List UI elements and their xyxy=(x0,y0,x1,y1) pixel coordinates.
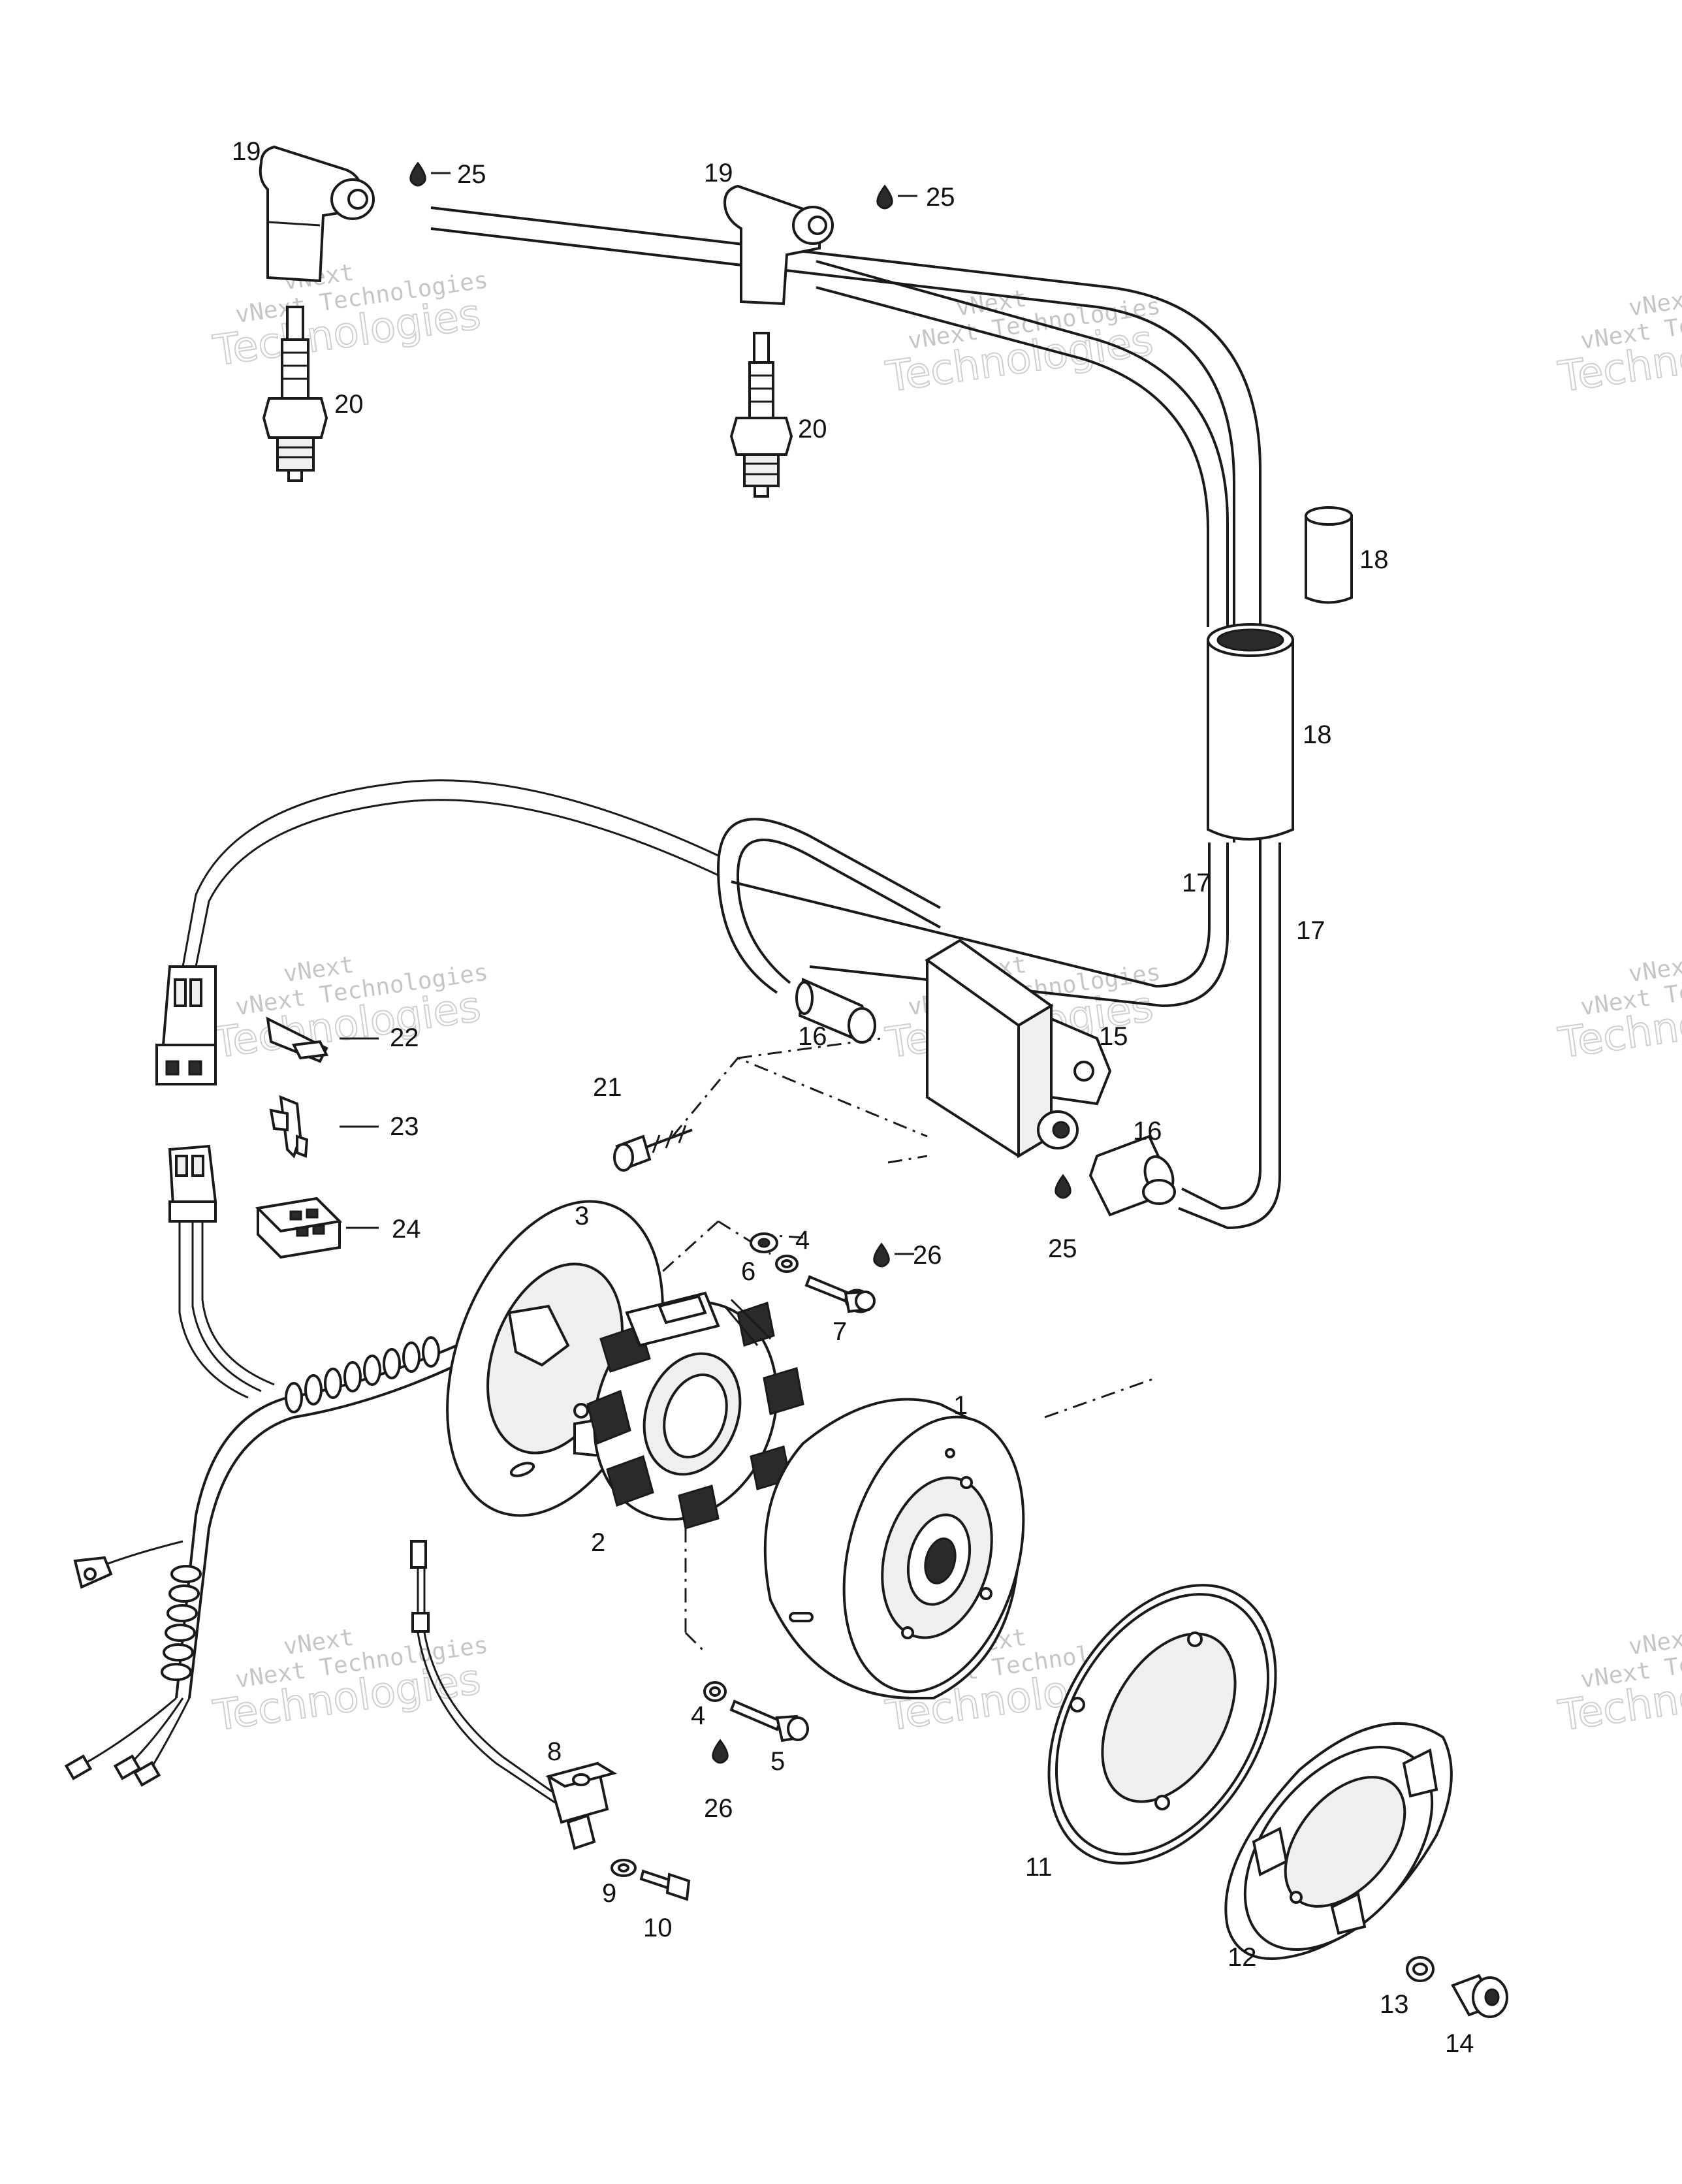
callout-18-large: 18 xyxy=(1303,720,1332,749)
callout-26-lower: 26 xyxy=(704,1794,733,1823)
callout-8: 8 xyxy=(547,1737,562,1766)
callout-24: 24 xyxy=(392,1215,421,1244)
protection-tube-small xyxy=(1305,506,1353,604)
lubricant-drop-icon xyxy=(712,1739,729,1764)
leader-lines xyxy=(340,172,917,1255)
callout-23: 23 xyxy=(390,1112,419,1141)
callout-17-left: 17 xyxy=(1182,869,1211,897)
lubricant-drop-icon xyxy=(873,1242,890,1268)
screw-7 xyxy=(804,1275,876,1313)
screw-14 xyxy=(1451,1974,1508,2018)
spark-plug-cap-right xyxy=(723,184,834,306)
ignition-coil xyxy=(925,939,1112,1159)
callout-6: 6 xyxy=(741,1257,755,1286)
callout-13: 13 xyxy=(1380,1990,1409,2019)
callout-15: 15 xyxy=(1099,1022,1128,1051)
callout-21: 21 xyxy=(593,1073,622,1102)
callout-16-right: 16 xyxy=(1133,1117,1162,1146)
callout-17-right: 17 xyxy=(1296,916,1325,945)
callout-labels: 1 2 3 4 4 5 6 7 8 9 10 11 12 13 14 15 16… xyxy=(232,137,1474,2058)
callout-20-left: 20 xyxy=(334,390,364,419)
coil-boot-right xyxy=(1088,1134,1176,1217)
washer-9 xyxy=(611,1859,637,1877)
callout-26-upper: 26 xyxy=(913,1241,942,1270)
coil-boot-left xyxy=(795,978,876,1044)
callout-25-coil: 25 xyxy=(1048,1234,1077,1263)
wiring-harness xyxy=(64,779,719,1787)
screw-21 xyxy=(613,1125,693,1172)
trigger-coil xyxy=(410,1540,618,1850)
callout-19-left: 19 xyxy=(232,137,261,166)
callout-7: 7 xyxy=(833,1317,847,1346)
lock-washer-4-lower xyxy=(703,1681,727,1702)
spiral-wrap xyxy=(161,1336,440,1681)
callout-11: 11 xyxy=(1025,1853,1053,1882)
lock-washer-13 xyxy=(1406,1956,1435,1982)
terminal-23 xyxy=(269,1095,309,1159)
callout-16-left: 16 xyxy=(798,1022,827,1051)
callout-4-upper: 4 xyxy=(795,1226,810,1255)
spark-plug-cap-left xyxy=(259,145,375,283)
callout-12: 12 xyxy=(1228,1943,1257,1972)
callout-14: 14 xyxy=(1445,2029,1474,2058)
lubricant-drop-icon xyxy=(1055,1174,1071,1199)
terminal-22 xyxy=(266,1016,329,1063)
protection-tube-large xyxy=(1207,623,1294,841)
pulley-housing xyxy=(1224,1722,1453,1960)
callout-18-small: 18 xyxy=(1359,545,1389,574)
flywheel xyxy=(763,1398,1025,1699)
callout-19-right: 19 xyxy=(704,159,733,187)
spark-plug-right xyxy=(729,332,793,498)
lock-washer-4-upper xyxy=(775,1255,799,1273)
screw-5 xyxy=(729,1699,809,1742)
callout-20-right: 20 xyxy=(798,415,827,443)
callout-4-lower: 4 xyxy=(691,1701,705,1730)
lubricant-drop-icon xyxy=(876,184,893,210)
screw-10 xyxy=(639,1869,691,1901)
callout-25-right: 25 xyxy=(926,183,955,212)
callout-9: 9 xyxy=(602,1879,616,1908)
lubricant-drop-icons xyxy=(409,161,1071,1764)
callout-2: 2 xyxy=(591,1528,605,1557)
callout-3: 3 xyxy=(575,1202,589,1230)
spark-plug-left xyxy=(262,306,328,482)
harness-connector-upper xyxy=(155,965,217,1085)
stator xyxy=(586,1291,804,1530)
callout-5: 5 xyxy=(770,1747,785,1776)
callout-10: 10 xyxy=(643,1914,673,1942)
washer-6 xyxy=(750,1232,778,1253)
connector-housing-24 xyxy=(255,1196,343,1259)
callout-22: 22 xyxy=(390,1023,419,1052)
harness-connector-lower xyxy=(168,1144,217,1223)
callout-25-left: 25 xyxy=(457,160,486,189)
lubricant-drop-icon xyxy=(409,161,426,187)
callout-1: 1 xyxy=(953,1391,968,1420)
starter-cup xyxy=(1047,1584,1277,1865)
high-tension-wires xyxy=(430,206,1281,1230)
